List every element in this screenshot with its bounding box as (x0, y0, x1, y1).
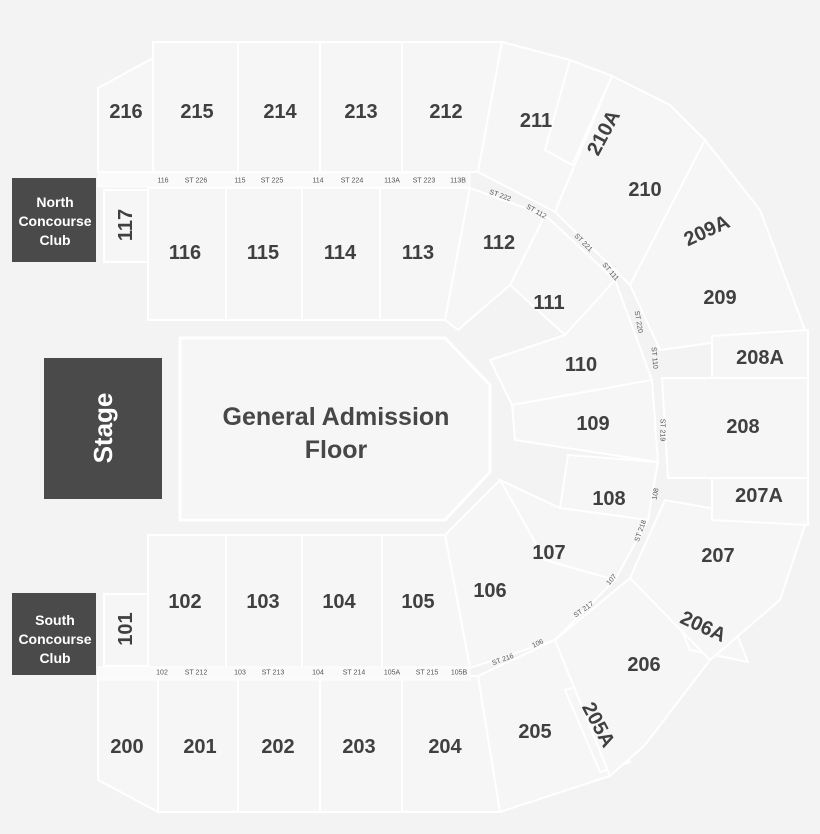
south-concourse-club[interactable] (12, 593, 96, 675)
section-label-211: 211 (520, 110, 552, 132)
section-109[interactable] (510, 378, 660, 464)
ga-floor[interactable] (178, 336, 492, 522)
aisle-label: 116 (157, 178, 168, 185)
section-label-108: 108 (592, 488, 625, 510)
section-label-110: 110 (565, 354, 597, 376)
section-206[interactable] (553, 576, 712, 778)
aisle-label: 113B (450, 178, 466, 185)
section-label-206: 206 (627, 654, 660, 676)
section-label-103: 103 (246, 591, 279, 613)
section-label-205: 205 (518, 721, 551, 743)
south-club-label: Club (39, 650, 70, 666)
aisle-label: 105B (451, 670, 468, 677)
section-label-216: 216 (109, 101, 142, 123)
section-label-104: 104 (322, 591, 356, 613)
section-label-215: 215 (180, 101, 213, 123)
aisle-label: ST 223 (413, 178, 436, 185)
aisle-label: 104 (312, 670, 324, 677)
section-label-111: 111 (533, 292, 564, 314)
aisle-label: ST 110 (650, 347, 659, 370)
north-club-label: Club (39, 232, 70, 248)
north-concourse-club[interactable] (12, 178, 96, 262)
section-label-200: 200 (110, 736, 143, 758)
section-label-203: 203 (342, 736, 375, 758)
section-112[interactable] (443, 186, 547, 332)
section-label-117: 117 (115, 209, 137, 241)
section-label-114: 114 (324, 242, 357, 264)
aisle-label: 113A (384, 178, 400, 185)
section-label-207A: 207A (735, 485, 783, 507)
section-label-101: 101 (115, 612, 137, 645)
section-207[interactable] (628, 498, 807, 662)
section-label-201: 201 (183, 736, 216, 758)
section-label-212: 212 (429, 101, 462, 123)
aisle-label: ST 213 (262, 670, 285, 677)
section-110[interactable] (488, 278, 654, 407)
section-label-208: 208 (726, 416, 759, 438)
aisle-label: ST 214 (343, 670, 366, 677)
aisle-label: ST 225 (261, 178, 284, 185)
aisle-label: ST 226 (185, 178, 208, 185)
section-label-208A: 208A (736, 347, 784, 369)
aisle-label: 105A (384, 670, 401, 677)
section-label-109: 109 (576, 413, 609, 435)
aisle-label: ST 212 (185, 670, 208, 677)
aisle-strip-bottom (97, 666, 471, 681)
section-label-112: 112 (483, 232, 515, 254)
aisle-label: ST 220 (633, 310, 644, 333)
aisle-label: 114 (312, 178, 323, 185)
south-club-label: South (35, 612, 75, 628)
section-label-116: 116 (169, 242, 201, 264)
section-label-202: 202 (261, 736, 294, 758)
aisle-label: ST 219 (659, 419, 666, 442)
section-101[interactable] (103, 593, 149, 667)
aisle-label: ST 224 (341, 178, 364, 185)
aisle-label: ST 215 (416, 670, 439, 677)
section-label-106: 106 (473, 580, 506, 602)
north-club-label: Concourse (18, 213, 91, 229)
section-label-115: 115 (247, 242, 279, 264)
aisle-label: 108 (652, 488, 661, 501)
aisle-label: 106 (531, 638, 545, 649)
section-label-209: 209 (703, 287, 736, 309)
north-club-label: North (36, 194, 73, 210)
aisle-label: 115 (234, 178, 245, 185)
section-label-102: 102 (168, 591, 201, 613)
section-label-107: 107 (532, 542, 565, 564)
section-210A[interactable] (543, 58, 614, 167)
section-207A[interactable] (711, 477, 809, 527)
section-label-113: 113 (402, 242, 434, 264)
aisle-label: 102 (156, 670, 168, 677)
aisle-strip-top (97, 172, 471, 188)
ga-floor-label: General Admission (223, 403, 450, 431)
section-label-213: 213 (344, 101, 377, 123)
section-label-210: 210 (628, 179, 661, 201)
stage (44, 358, 162, 499)
section-label-204: 204 (428, 736, 462, 758)
section-label-214: 214 (263, 101, 297, 123)
ga-floor-label: Floor (305, 436, 368, 464)
section-label-207: 207 (701, 545, 734, 567)
aisle-label: 103 (234, 670, 246, 677)
stage-label: Stage (88, 393, 118, 464)
section-label-105: 105 (401, 591, 434, 613)
south-club-label: Concourse (18, 631, 91, 647)
